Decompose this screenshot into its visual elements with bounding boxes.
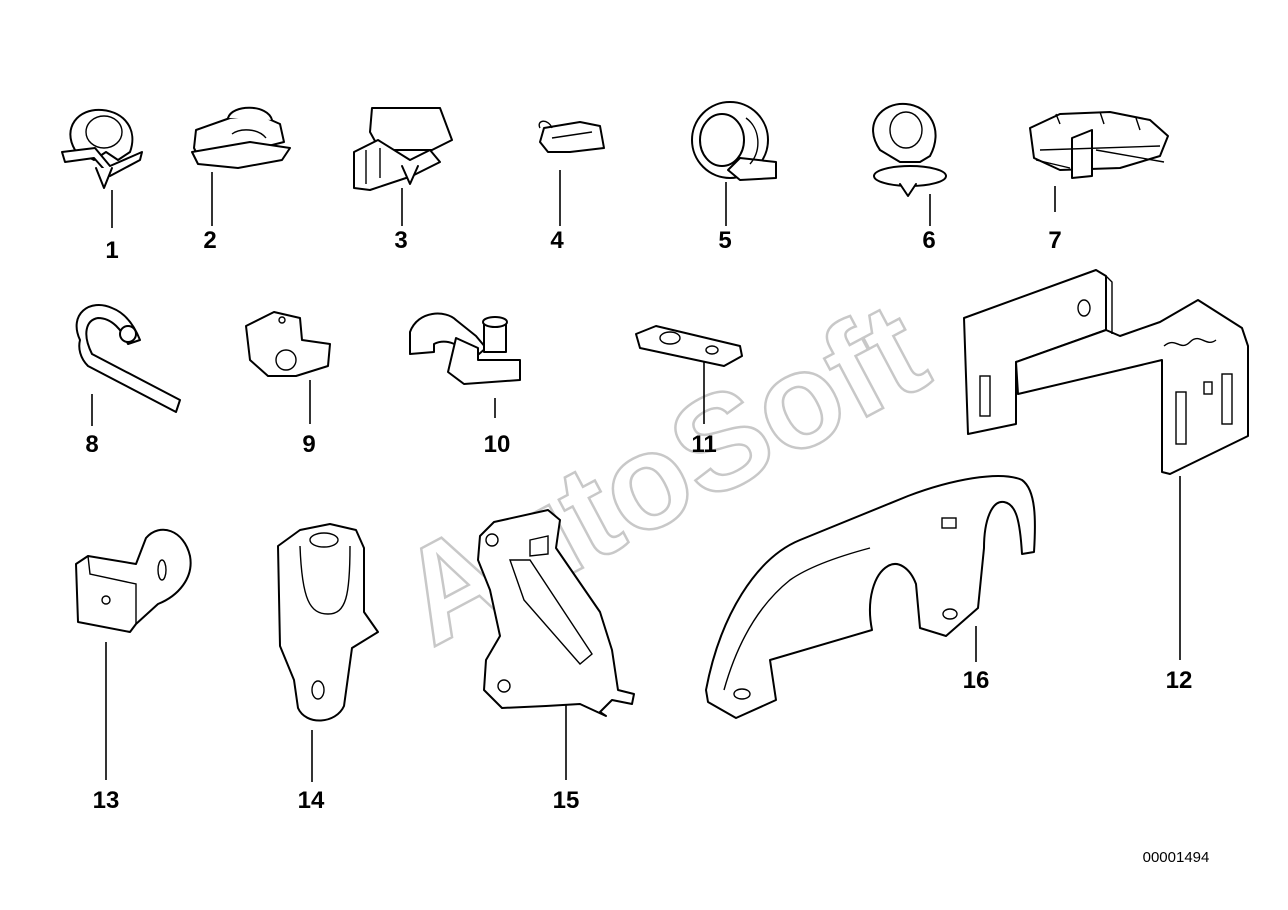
part-label: 7	[1048, 227, 1061, 254]
part-15[interactable]: 15	[477, 509, 635, 814]
part-10[interactable]: 10	[409, 312, 521, 458]
holder-bracket-icon	[277, 523, 379, 722]
diagram-reference-number: 00001494	[1143, 849, 1210, 866]
plate-icon	[635, 325, 743, 367]
part-label: 2	[203, 227, 216, 254]
part-label: 3	[394, 227, 407, 254]
arched-holder-icon	[705, 474, 1036, 719]
part-13[interactable]: 13	[75, 528, 192, 814]
push-in-clip-icon	[872, 102, 947, 197]
clamp-with-bolt-icon	[409, 312, 521, 385]
angle-bracket-icon	[75, 528, 192, 633]
cable-tie-icon	[75, 304, 181, 413]
part-5[interactable]: 5	[691, 101, 777, 254]
multi-holder-icon	[1029, 111, 1169, 179]
part-8[interactable]: 8	[75, 304, 181, 458]
part-12[interactable]: 12	[963, 269, 1249, 694]
double-clip-icon	[191, 106, 291, 169]
large-bracket-icon	[963, 269, 1249, 475]
part-14[interactable]: 14	[277, 523, 379, 814]
part-label: 6	[922, 227, 935, 254]
spring-clip-icon	[538, 120, 605, 153]
part-label: 5	[718, 227, 731, 254]
part-16[interactable]: 16	[705, 474, 1036, 719]
part-4[interactable]: 4	[538, 120, 605, 254]
part-label: 8	[85, 431, 98, 458]
part-1[interactable]: 1	[61, 108, 143, 264]
part-3[interactable]: 3	[353, 107, 453, 254]
part-6[interactable]: 6	[872, 102, 947, 254]
part-9[interactable]: 9	[245, 311, 331, 458]
part-2[interactable]: 2	[191, 106, 291, 254]
rubber-clamp-icon	[691, 101, 777, 181]
part-label: 13	[93, 787, 120, 814]
part-7[interactable]: 7	[1029, 111, 1169, 254]
part-11[interactable]: 11	[635, 325, 743, 458]
part-label: 10	[484, 431, 511, 458]
part-label: 15	[553, 787, 580, 814]
part-label: 9	[302, 431, 315, 458]
hose-clip-icon	[61, 108, 143, 189]
cable-block-icon	[245, 311, 331, 377]
bracket-clip-icon	[353, 107, 453, 191]
part-label: 16	[963, 667, 990, 694]
part-label: 4	[550, 227, 564, 254]
part-label: 12	[1166, 667, 1193, 694]
support-bracket-icon	[477, 509, 635, 717]
part-label: 1	[105, 237, 118, 264]
part-label: 11	[691, 431, 716, 458]
part-label: 14	[298, 787, 325, 814]
